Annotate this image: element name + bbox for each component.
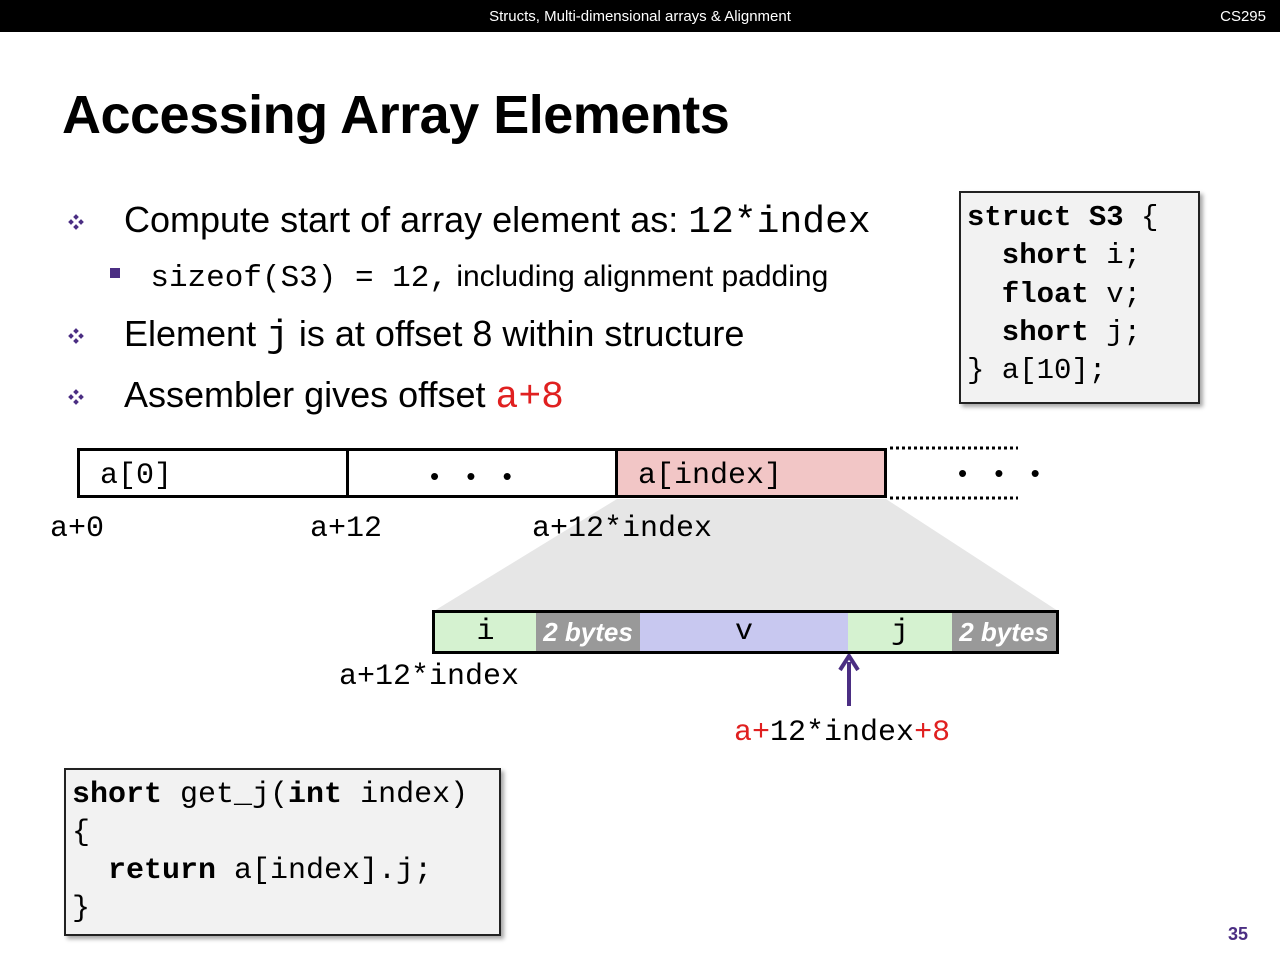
field-j-offset-label: a+12*index+8 — [734, 716, 951, 750]
bullet-3-code: a+8 — [495, 376, 564, 419]
bullet-1: Compute start of array element as: 12*in… — [68, 202, 871, 242]
top-bar: Structs, Multi-dimensional arrays & Alig… — [0, 0, 1280, 32]
array-cell-ellipsis: • • • — [346, 448, 618, 498]
struct-line-3: float v; — [967, 278, 1142, 311]
bullet-1-code: 12*index — [688, 201, 871, 244]
diamond-bullet-icon — [68, 214, 84, 231]
bullet-2-code: j — [266, 315, 289, 358]
offset-label-12: a+12 — [310, 512, 383, 546]
bullet-2-pre: Element — [124, 313, 267, 354]
lecture-title: Structs, Multi-dimensional arrays & Alig… — [489, 8, 791, 25]
sub-bullet-code: sizeof(S3) = 12, — [150, 261, 448, 296]
func-line-1: short get_j(int index) — [72, 778, 469, 812]
field-i: i — [432, 610, 539, 654]
struct-line-5: } a[10]; — [967, 354, 1107, 387]
func-line-2: { — [72, 816, 91, 850]
field-j: j — [848, 610, 955, 654]
sub-bullet-text: including alignment padding — [448, 260, 829, 293]
array-ellipsis-right: • • • — [958, 458, 1050, 488]
struct-declaration-box: struct S3 { short i; float v; short j; }… — [959, 191, 1200, 404]
diamond-bullet-icon — [68, 328, 84, 345]
struct-base-label: a+12*index — [339, 660, 520, 694]
struct-line-1: struct S3 { — [967, 201, 1159, 234]
bullet-3-text: Assembler gives offset — [124, 374, 496, 415]
page-number: 35 — [1227, 924, 1248, 944]
array-cell-0: a[0] — [77, 448, 349, 498]
field-v: v — [640, 610, 851, 654]
struct-line-4: short j; — [967, 316, 1142, 349]
sub-bullet-1: sizeof(S3) = 12, including alignment pad… — [110, 262, 828, 294]
padding-1: 2 bytes — [536, 610, 643, 654]
offset-label-0: a+0 — [50, 512, 105, 546]
func-line-3: return a[index].j; — [72, 854, 433, 888]
diamond-bullet-icon — [68, 389, 84, 406]
offset-arrow-head-icon — [838, 652, 860, 672]
padding-2: 2 bytes — [952, 610, 1059, 654]
struct-line-2: short i; — [967, 239, 1142, 272]
bullet-2: Element j is at offset 8 within structur… — [68, 316, 744, 356]
bullet-1-text: Compute start of array element as: — [124, 199, 689, 240]
course-label: CS295 — [1220, 8, 1266, 25]
func-line-4: } — [72, 892, 91, 926]
function-code-box: short get_j(int index) { return a[index]… — [64, 768, 501, 936]
bullet-2-post: is at offset 8 within structure — [288, 313, 745, 354]
offset-label-index: a+12*index — [532, 512, 713, 546]
zoom-trapezoid — [434, 499, 1058, 611]
array-cell-index: a[index] — [615, 448, 887, 498]
slide-title: Accessing Array Elements — [62, 85, 730, 145]
bullet-3: Assembler gives offset a+8 — [68, 377, 564, 417]
square-bullet-icon — [110, 268, 120, 278]
